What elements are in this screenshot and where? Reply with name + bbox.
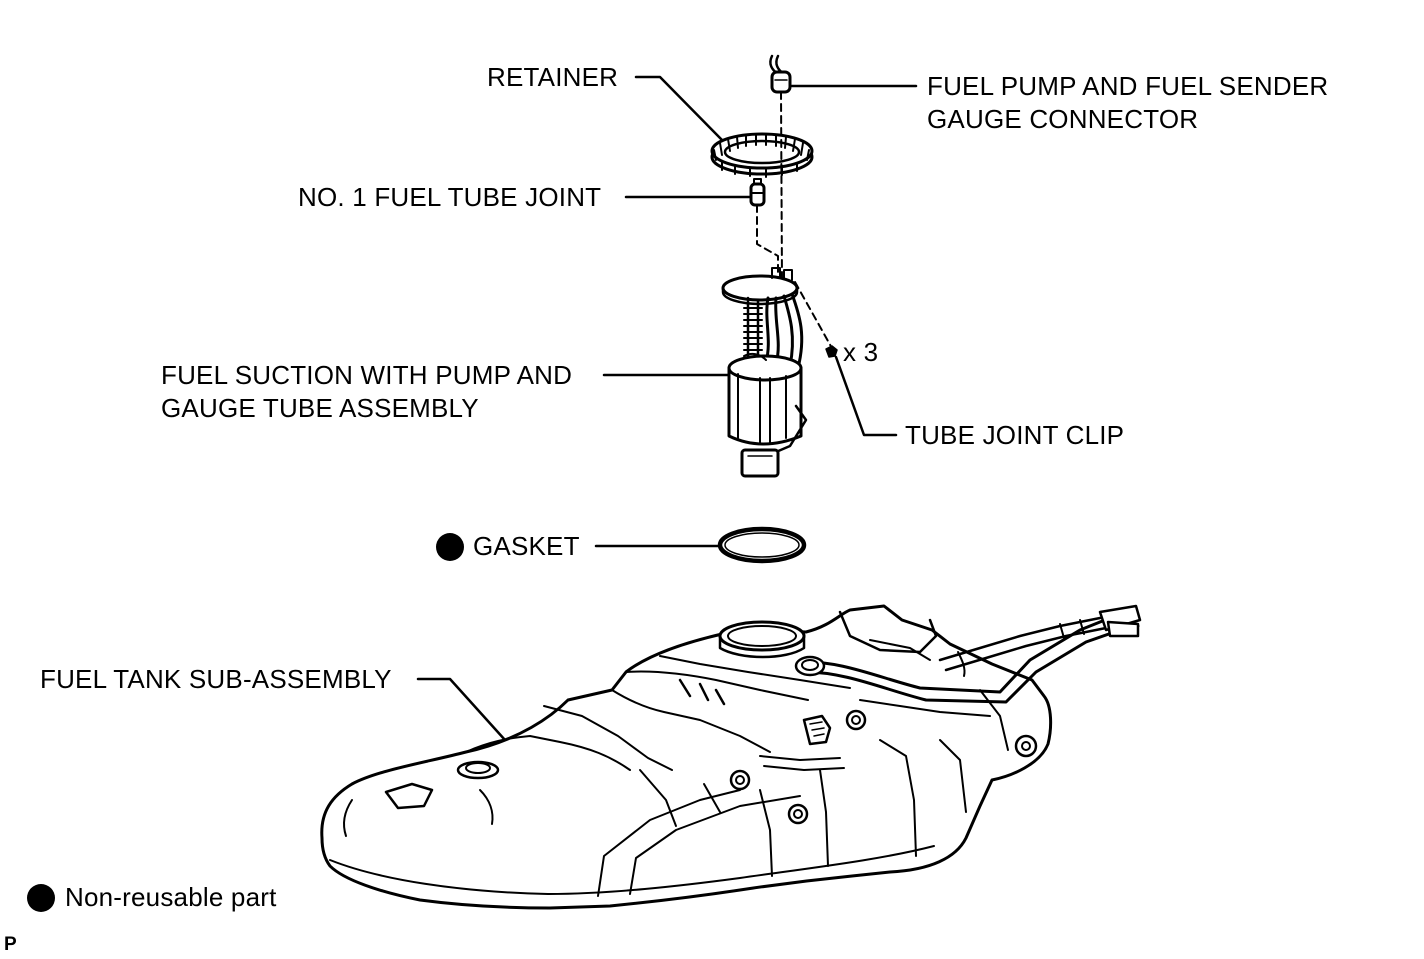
label-suction-line1: FUEL SUCTION WITH PUMP AND [161,360,573,390]
gasket-part [717,526,807,564]
label-connector-line2: GAUGE CONNECTOR [927,104,1199,134]
label-tube-joint: NO. 1 FUEL TUBE JOINT [298,182,602,212]
connector-part [769,54,792,94]
legend-non-reusable: Non-reusable part [65,882,277,912]
non-reusable-marker [436,533,464,561]
figure-code: P [4,934,17,955]
leader-lines [416,75,918,742]
label-clip-count: x 3 [843,337,879,367]
tube-joint-clip-part [825,345,838,358]
retainer-part [710,132,814,178]
label-retainer: RETAINER [487,62,619,92]
label-fuel-tank: FUEL TANK SUB-ASSEMBLY [40,664,392,694]
label-tube-joint-clip: TUBE JOINT CLIP [905,420,1125,450]
fuel-tank-part [320,604,1142,910]
label-gasket: GASKET [473,531,580,561]
fuel-pump-assembly-part [721,267,808,478]
tube-joint-part [749,178,766,207]
label-suction-line2: GAUGE TUBE ASSEMBLY [161,393,479,423]
legend-marker [27,884,55,912]
label-connector-line1: FUEL PUMP AND FUEL SENDER [927,71,1329,101]
